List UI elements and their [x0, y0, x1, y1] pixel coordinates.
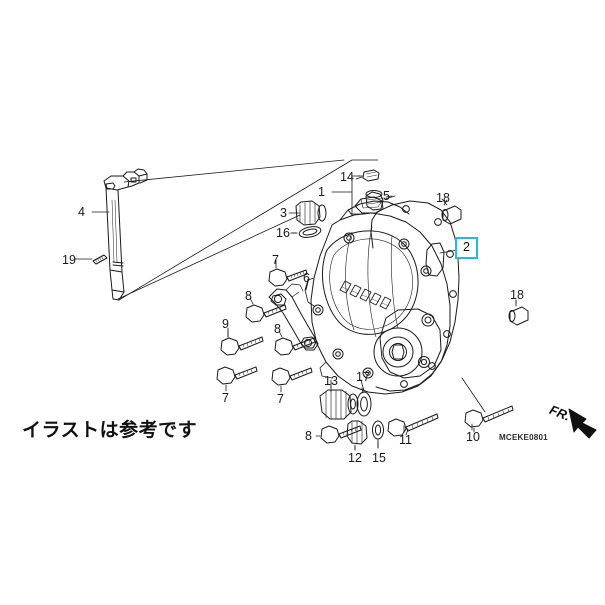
- callout-12[interactable]: 12: [348, 451, 362, 465]
- callout-14[interactable]: 14: [340, 170, 354, 184]
- callout-leader-lines: [91, 175, 517, 451]
- callout-18-b[interactable]: 18: [510, 288, 524, 302]
- part-pin-19: [74, 254, 108, 265]
- part-dowel-18a: [441, 198, 462, 225]
- part-bolt-11: [387, 413, 439, 437]
- part-bolt-7c: [271, 367, 313, 393]
- callout-11[interactable]: 11: [399, 433, 412, 447]
- callout-8-b[interactable]: 8: [274, 322, 281, 336]
- part-bolt-8c: [315, 425, 362, 444]
- callout-18-a[interactable]: 18: [436, 191, 450, 205]
- assembly-guide-lines: [117, 159, 379, 301]
- part-bolt-9: [220, 327, 264, 356]
- honda-emblem: [339, 280, 392, 310]
- part-oring-16: [290, 226, 322, 238]
- callout-16[interactable]: 16: [276, 226, 290, 240]
- callout-8-c[interactable]: 8: [305, 429, 312, 443]
- part-plug-12: [346, 420, 368, 451]
- callout-9[interactable]: 9: [222, 317, 229, 331]
- callout-13[interactable]: 13: [324, 374, 338, 388]
- part-gearshift-spindle: [103, 168, 148, 301]
- part-gasket-2: [370, 200, 460, 392]
- callout-5[interactable]: 5: [383, 189, 390, 203]
- part-dowel-18b: [508, 299, 529, 326]
- callout-15[interactable]: 15: [372, 451, 386, 465]
- callout-7-a[interactable]: 7: [272, 253, 279, 267]
- part-clutch-cover-body: [304, 196, 451, 395]
- fr-direction-arrow: [568, 408, 597, 439]
- part-bolt-8a: [245, 297, 287, 323]
- callout-2-highlighted[interactable]: 2: [455, 237, 478, 259]
- part-bolt-8b: [274, 330, 316, 356]
- part-bolt-10: [461, 377, 514, 433]
- callout-10[interactable]: 10: [466, 430, 480, 444]
- part-oring-17: [356, 379, 372, 417]
- callout-4[interactable]: 4: [78, 205, 85, 219]
- part-bolt-7a: [268, 259, 308, 287]
- callout-7-b[interactable]: 7: [222, 391, 229, 405]
- callout-1[interactable]: 1: [318, 185, 325, 199]
- part-plug-3: [288, 200, 327, 226]
- callout-19[interactable]: 19: [62, 253, 76, 267]
- callout-8-a[interactable]: 8: [245, 289, 252, 303]
- callout-3[interactable]: 3: [280, 206, 287, 220]
- diagram-reference-code: MCEKE0801: [499, 432, 548, 442]
- part-clip-14: [357, 169, 380, 182]
- callout-7-c[interactable]: 7: [277, 392, 284, 406]
- part-bolt-7b: [216, 366, 258, 392]
- illustration-reference-note: イラストは参考です: [22, 419, 198, 441]
- callout-17[interactable]: 17: [356, 370, 370, 384]
- part-cap-13: [319, 379, 359, 420]
- callout-6[interactable]: 6: [303, 271, 310, 285]
